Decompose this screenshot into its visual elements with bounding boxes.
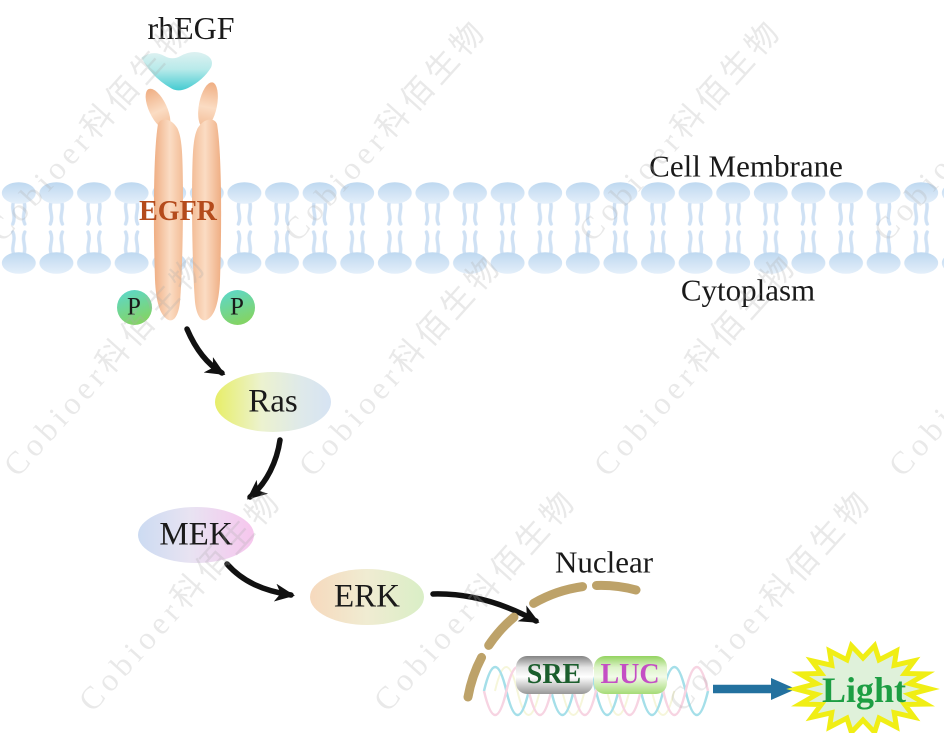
light-label: Light bbox=[821, 670, 907, 710]
sre-label: SRE bbox=[526, 659, 582, 690]
receptor-label: EGFR bbox=[139, 196, 217, 227]
mek-label: MEK bbox=[159, 516, 233, 553]
ras-node bbox=[215, 372, 331, 432]
phosphate-left-label: P bbox=[127, 293, 141, 321]
membrane-label: Cell Membrane bbox=[649, 148, 843, 184]
sre-box bbox=[516, 656, 593, 694]
rhegf-ligand-shape bbox=[141, 52, 212, 91]
luc-box bbox=[594, 656, 667, 694]
phosphate-left-circle bbox=[117, 290, 152, 325]
phosphate-right-circle bbox=[220, 290, 255, 325]
cytoplasm-label: Cytoplasm bbox=[680, 272, 816, 308]
output-arrow bbox=[713, 678, 796, 700]
egfr-receptor bbox=[145, 82, 222, 321]
luc-label: LUC bbox=[600, 659, 660, 690]
ras-label: Ras bbox=[248, 383, 298, 420]
erk-label: ERK bbox=[334, 578, 400, 615]
erk-node bbox=[310, 569, 424, 625]
nuclear-label: Nuclear bbox=[554, 544, 654, 580]
mek-node bbox=[138, 507, 254, 563]
signal-arrows bbox=[184, 326, 540, 624]
light-starburst bbox=[786, 640, 940, 733]
ligand-label: rhEGF bbox=[147, 10, 235, 46]
nuclear-envelope-arc bbox=[463, 580, 641, 702]
phosphate-right-label: P bbox=[230, 293, 244, 321]
